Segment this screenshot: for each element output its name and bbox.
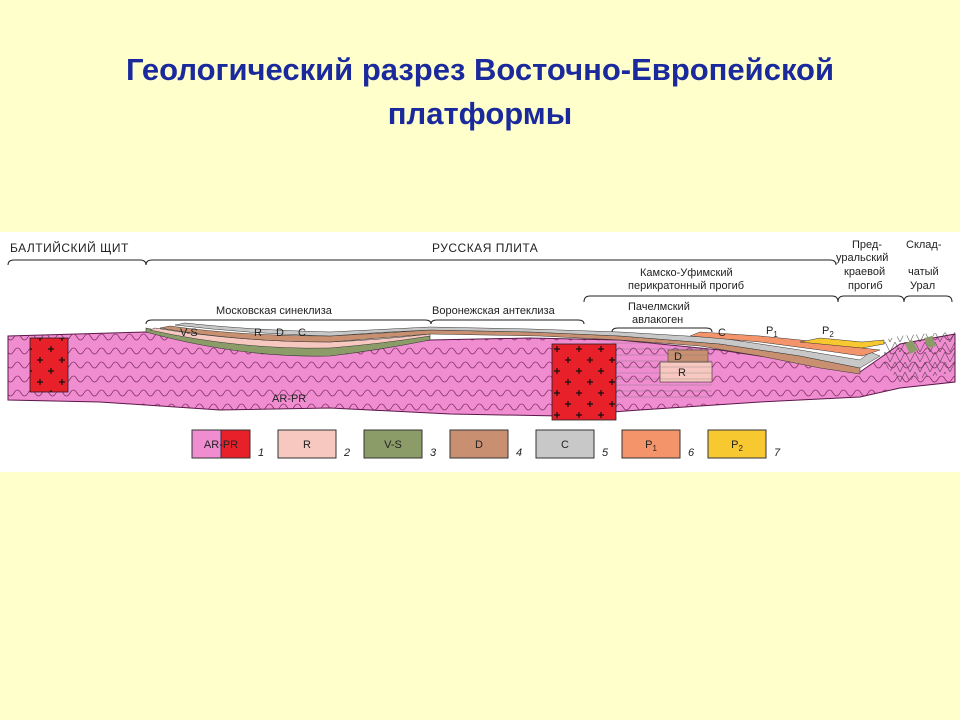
title-line-2: платформы — [387, 96, 573, 131]
legend-label-7: P2 — [731, 439, 743, 453]
label-d: D — [276, 327, 284, 339]
legend-swatch-7 — [707, 429, 767, 459]
legend-number-7: 7 — [774, 447, 781, 459]
voronezh-bracket — [430, 319, 585, 325]
label-pachelma-r: R — [678, 367, 686, 379]
label-pre-ural-1: Пред- — [852, 239, 882, 251]
russian-plate-bracket — [145, 259, 837, 266]
moscow-bracket — [145, 319, 432, 325]
legend-swatch-1-intrusion — [220, 429, 251, 459]
label-kama-2: перикратонный прогиб — [628, 280, 744, 292]
label-pre-ural-4: прогиб — [848, 280, 883, 292]
pachelma-bracket — [611, 327, 713, 333]
intrusion-voronezh-crosses — [552, 344, 616, 420]
label-fold-ural-3: Урал — [910, 280, 935, 292]
label-pachelma-2: авлакоген — [632, 314, 683, 326]
basement-texture — [8, 332, 955, 416]
label-c: C — [298, 327, 306, 339]
label-ar-pr: AR-PR — [272, 393, 306, 405]
label-pachelma-d: D — [674, 351, 682, 363]
legend-swatch-2 — [277, 429, 337, 459]
pachelma-hatch — [612, 342, 712, 402]
label-r: R — [254, 327, 262, 339]
layer-p1 — [689, 331, 881, 357]
kama-bracket — [583, 295, 839, 303]
top-brackets — [7, 259, 953, 333]
baltic-bracket — [7, 259, 147, 266]
legend-swatch-6 — [621, 429, 681, 459]
legend-number-5: 5 — [602, 447, 609, 459]
legend-label-1: AR-PR — [204, 439, 238, 451]
legend-number-2: 2 — [343, 447, 350, 459]
label-kama-1: Камско-Уфимский — [640, 267, 733, 279]
legend-label-6: P1 — [645, 439, 657, 453]
label-p2: P2 — [822, 325, 834, 339]
fold-ural-bracket — [903, 295, 953, 303]
ural-fold-zone — [884, 332, 955, 382]
legend-swatch-3 — [363, 429, 423, 459]
pre-ural-bracket — [837, 295, 905, 303]
legend-number-6: 6 — [688, 447, 695, 459]
label-fold-ural-1: Склад- — [906, 239, 942, 251]
label-pachelma-1: Пачелмский — [628, 301, 690, 313]
intrusion-baltic-crosses — [30, 338, 68, 392]
label-voronezh-anteclise: Воронежская антеклиза — [432, 305, 556, 317]
ural-green-pockets — [905, 336, 936, 354]
legend-label-5: C — [561, 439, 569, 451]
legend-swatch-5 — [535, 429, 595, 459]
label-c-east: C — [718, 327, 726, 339]
page-title: Геологический разрез Восточно-Европейско… — [0, 48, 960, 136]
legend-number-3: 3 — [430, 447, 437, 459]
label-russian-plate: РУССКАЯ ПЛИТА — [432, 241, 538, 255]
label-pre-ural-3: краевой — [844, 266, 885, 278]
legend: AR-PR 1 R 2 V-S 3 D 4 C 5 P1 6 P2 7 — [191, 429, 781, 459]
legend-label-4: D — [475, 439, 483, 451]
legend-swatch-4 — [449, 429, 509, 459]
legend-label-2: R — [303, 439, 311, 451]
legend-number-4: 4 — [516, 447, 522, 459]
geological-section-figure: БАЛТИЙСКИЙ ЩИТ РУССКАЯ ПЛИТА Московская … — [0, 232, 960, 472]
label-p1: P1 — [766, 325, 778, 339]
label-pre-ural-2: уральский — [836, 252, 888, 264]
title-line-1: Геологический разрез Восточно-Европейско… — [125, 52, 835, 87]
label-moscow-syneclise: Московская синеклиза — [216, 305, 333, 317]
label-baltic-shield: БАЛТИЙСКИЙ ЩИТ — [10, 240, 129, 255]
legend-label-3: V-S — [384, 439, 402, 451]
label-vs: V-S — [180, 327, 198, 339]
label-fold-ural-2: чатый — [908, 266, 939, 278]
layer-d — [159, 325, 861, 375]
legend-number-1: 1 — [258, 447, 264, 459]
geological-section-svg: БАЛТИЙСКИЙ ЩИТ РУССКАЯ ПЛИТА Московская … — [7, 239, 956, 459]
